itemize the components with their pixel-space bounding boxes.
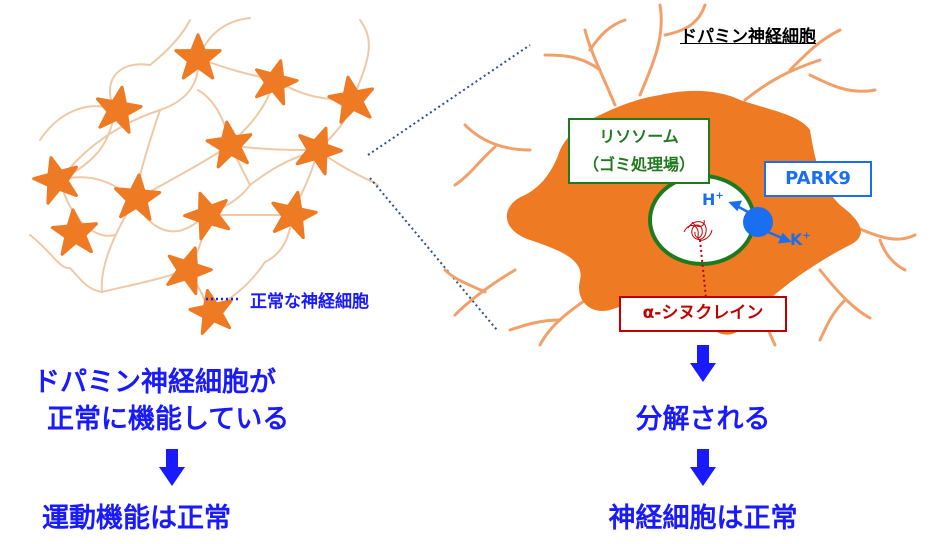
h-ion-label: H+ [702,190,724,209]
neuron-star [255,59,299,106]
left-flow-line1: ドパミン神経細胞が [33,367,276,398]
left-flow-arrow-icon [159,449,185,486]
park9-label-box: PARK9 [764,161,872,197]
lysosome-label-line1: リソソーム [599,127,679,146]
right-flow-step: 分解される [635,404,771,435]
zoom-line-top [367,44,531,156]
left-flow-result: 運動機能は正常 [42,503,231,534]
neuron-star [271,190,318,240]
neuron-star [188,288,233,335]
park9-transporter-icon [743,207,773,237]
right-flow-arrow-icon-1 [690,345,716,382]
neuron-star [95,85,143,134]
zoom-line-bottom [369,177,498,331]
right-flow-result: 神経細胞は正常 [608,503,798,534]
k-ion-symbol: K [790,230,803,249]
neuron-title: ドパミン神経細胞 [680,27,816,47]
neuron-star [295,126,343,176]
neuron-star [183,191,231,241]
neuron-star [205,120,253,169]
k-ion-charge: + [802,230,811,242]
k-ion-label: K+ [790,230,811,249]
neuron-star [50,208,98,256]
h-ion-charge: + [715,190,724,202]
lysosome-label-box: リソソーム （ゴミ処理場） [568,118,710,184]
alpha-synuclein-tangle-icon [683,219,713,241]
ion-arrows [728,200,792,244]
h-ion-symbol: H [702,190,716,209]
neuron-star [166,246,213,296]
lysosome-label-line2: （ゴミ処理場） [582,155,695,174]
normal-neuron-label: 正常な神経細胞 [250,292,369,312]
left-flow-line2: 正常に機能している [47,404,290,435]
neuron-star [174,33,222,80]
neuron-star [32,156,78,205]
neuron-star [114,173,162,221]
right-flow-arrow-icon-2 [690,449,716,486]
neuron-star [327,75,375,124]
normal-neuron-cells [32,33,375,335]
synuclein-label-box: α-シヌクレイン [619,296,787,332]
